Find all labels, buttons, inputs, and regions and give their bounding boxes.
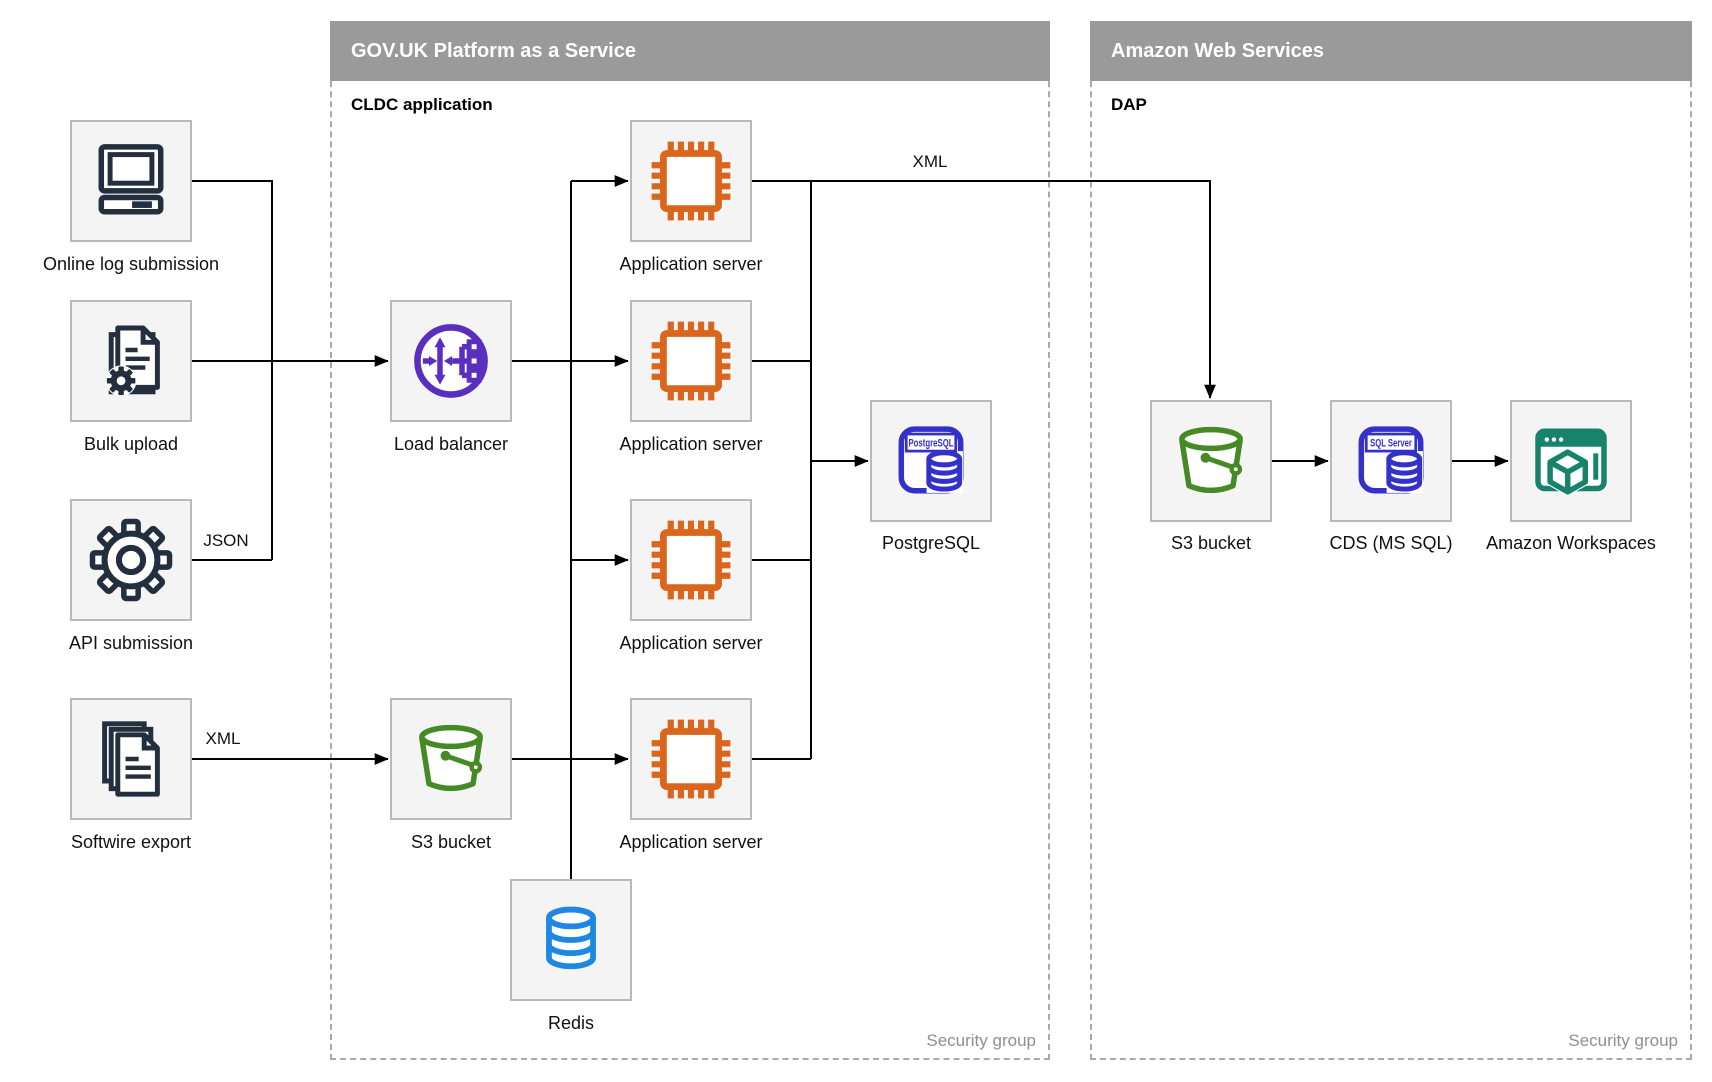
bucket-icon: [1179, 426, 1243, 494]
aws-security-group-label: Security group: [1568, 1031, 1678, 1050]
node-s3-bucket-paas: [390, 698, 512, 820]
paas-security-group-label: Security group: [926, 1031, 1036, 1050]
node-label-load-balancer: Load balancer: [393, 434, 509, 454]
edge-collector-rail: [752, 180, 812, 760]
computer-icon: [98, 144, 164, 215]
node-label-app-server-4: Application server: [619, 832, 763, 852]
node-label-bulk-upload: Bulk upload: [83, 434, 179, 454]
bucket-icon: [419, 724, 483, 792]
postgresql-icon-text: PostgreSQL: [908, 438, 953, 450]
node-cds-ms-sql: SQL Server: [1330, 400, 1452, 522]
aws-container: Amazon Web Services DAP Security group: [1090, 21, 1692, 1060]
load-balancer-icon: [414, 324, 488, 398]
chip-icon: [651, 141, 731, 221]
node-label-app-server-3: Application server: [619, 633, 763, 653]
node-app-server-3: [630, 499, 752, 621]
node-label-amazon-workspaces: Amazon Workspaces: [1486, 533, 1656, 553]
node-label-s3-bucket-paas: S3 bucket: [410, 832, 492, 852]
edge-label-xml-softwire: XML: [205, 729, 241, 748]
document-gear-icon: [105, 325, 160, 397]
aws-sublabel: DAP: [1111, 95, 1147, 114]
chip-icon: [651, 520, 731, 600]
aws-container-title: Amazon Web Services: [1090, 21, 1692, 81]
node-api-submission: [70, 499, 192, 621]
node-label-online-log-submission: Online log submission: [42, 254, 220, 274]
node-app-server-2: [630, 300, 752, 422]
node-redis: [510, 879, 632, 1001]
paas-container: GOV.UK Platform as a Service CLDC applic…: [330, 21, 1050, 1060]
edge-inputs-merge-rail: [192, 180, 273, 561]
node-label-s3-bucket-aws: S3 bucket: [1170, 533, 1252, 553]
sql-server-icon-text: SQL Server: [1370, 438, 1412, 450]
chip-icon: [651, 321, 731, 401]
node-amazon-workspaces: [1510, 400, 1632, 522]
node-bulk-upload: [70, 300, 192, 422]
node-label-app-server-1: Application server: [619, 254, 763, 274]
node-app-server-1: [630, 120, 752, 242]
node-label-softwire-export: Softwire export: [70, 832, 192, 852]
node-postgresql: PostgreSQL: [870, 400, 992, 522]
node-app-server-4: [630, 698, 752, 820]
node-s3-bucket-aws: [1150, 400, 1272, 522]
postgresql-icon: PostgreSQL: [898, 426, 964, 494]
edge-label-json: JSON: [203, 531, 249, 550]
node-label-api-submission: API submission: [68, 633, 194, 653]
node-load-balancer: [390, 300, 512, 422]
sql-server-icon: SQL Server: [1358, 426, 1424, 494]
paas-sublabel: CLDC application: [351, 95, 493, 114]
node-online-log-submission: [70, 120, 192, 242]
paas-container-title: GOV.UK Platform as a Service: [330, 21, 1050, 81]
edge-label-xml-aws: XML: [912, 152, 948, 171]
node-label-cds-ms-sql: CDS (MS SQL): [1329, 533, 1453, 553]
node-label-redis: Redis: [547, 1013, 595, 1033]
node-softwire-export: [70, 698, 192, 820]
gear-icon: [89, 518, 173, 602]
node-label-postgresql: PostgreSQL: [881, 533, 981, 553]
edge-xml-to-aws-s3: [811, 180, 1216, 399]
node-label-app-server-2: Application server: [619, 434, 763, 454]
chip-icon: [651, 719, 731, 799]
documents-stack-icon: [102, 721, 160, 797]
database-icon: [546, 906, 596, 970]
workspaces-icon: [1535, 428, 1607, 496]
